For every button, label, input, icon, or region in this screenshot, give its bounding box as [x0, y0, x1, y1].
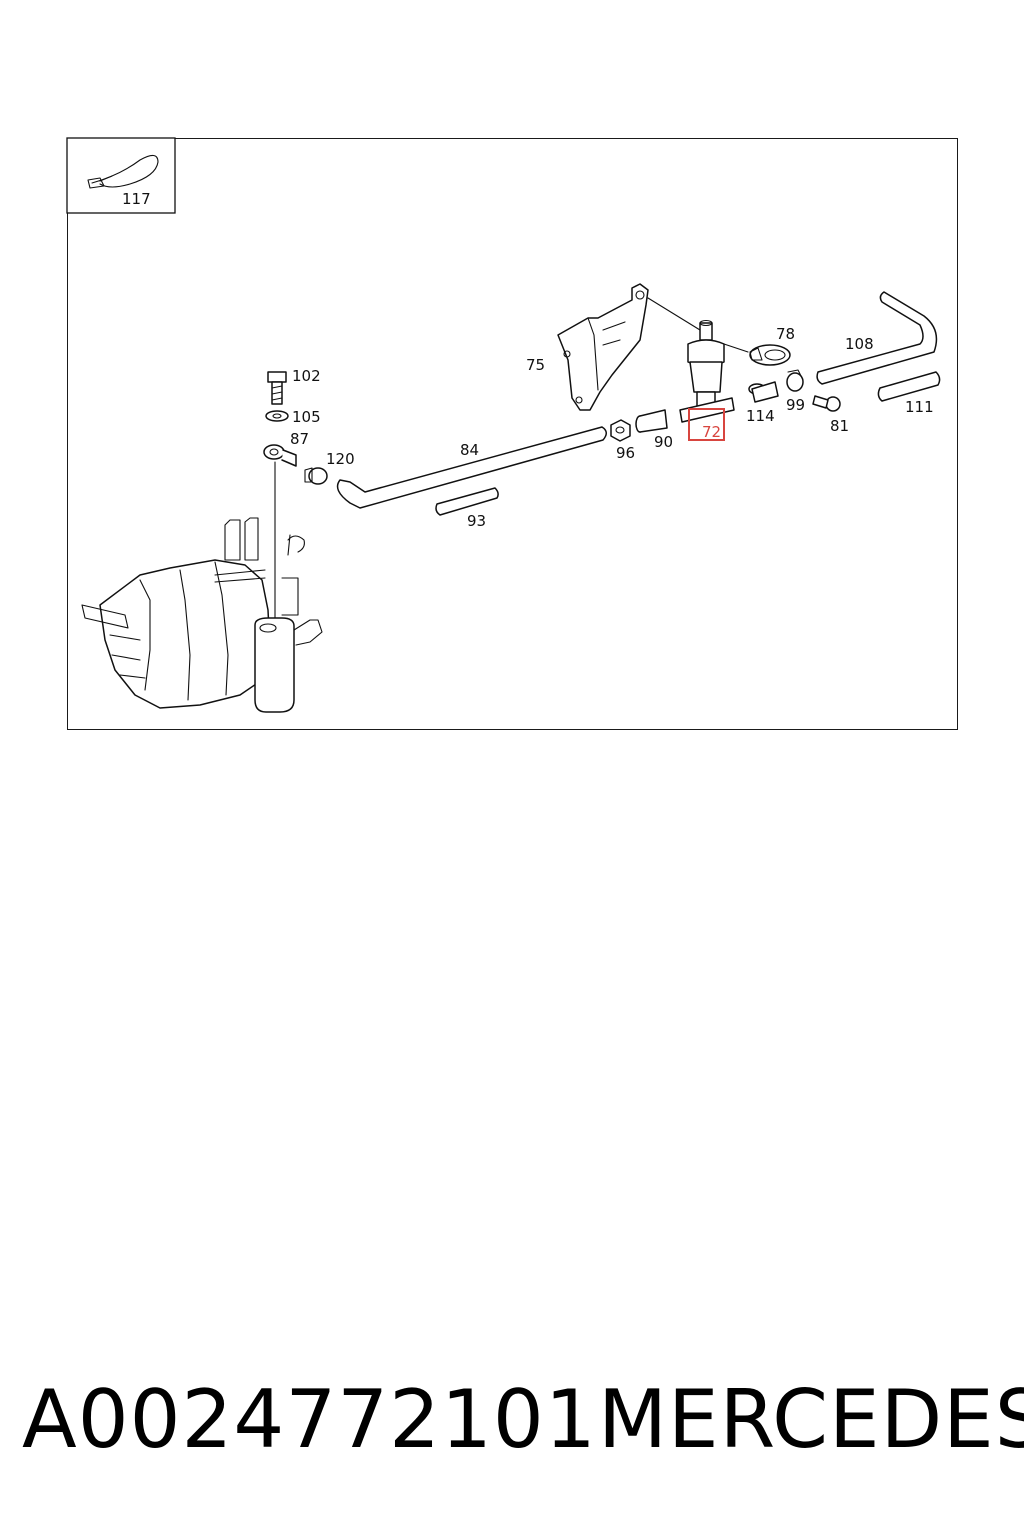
callout-117: 117: [122, 190, 151, 208]
highlight-box-72: [688, 408, 725, 441]
part-93-hose: [435, 487, 499, 516]
parts-diagram: 117 102 105 87 120 84 93 75 96 90 72 78 …: [66, 137, 941, 713]
callout-90: 90: [654, 433, 673, 451]
part-78-clip: [749, 344, 791, 366]
callout-81: 81: [830, 417, 849, 435]
part-87-banjo: [263, 444, 297, 467]
part-96-nut: [610, 419, 631, 442]
brand-name: MERCEDES: [598, 1373, 1024, 1466]
callout-84: 84: [460, 441, 479, 459]
callout-78: 78: [776, 325, 795, 343]
callout-120: 120: [326, 450, 355, 468]
leader-line-78: [723, 343, 749, 353]
part-84-hose: [336, 426, 607, 509]
part-75-bracket: [557, 283, 649, 411]
callout-114: 114: [746, 407, 775, 425]
part-114-sleeve: [748, 381, 779, 403]
part-number: A0024772101: [22, 1373, 597, 1466]
callout-75: 75: [526, 356, 545, 374]
footer-caption: A0024772101 MERCEDES: [0, 1370, 1024, 1470]
callout-99: 99: [786, 396, 805, 414]
engine-block-drawing: [81, 517, 323, 713]
callout-87: 87: [290, 430, 309, 448]
leader-line-75: [647, 297, 701, 331]
callout-111: 111: [905, 398, 934, 416]
part-72-sensor: [679, 319, 735, 423]
callout-72: 72: [702, 423, 721, 441]
callout-105: 105: [292, 408, 321, 426]
callout-93: 93: [467, 512, 486, 530]
callout-108: 108: [845, 335, 874, 353]
callout-102: 102: [292, 367, 321, 385]
callout-96: 96: [616, 444, 635, 462]
inset-box-117: [66, 137, 176, 214]
part-111-hose: [877, 371, 941, 402]
part-81-screw: [812, 395, 841, 412]
part-120-clamp: [304, 467, 328, 485]
part-105-washer: [265, 410, 289, 422]
part-108-hose: [816, 291, 938, 385]
part-102-bolt: [267, 371, 287, 405]
part-99-clamp: [786, 369, 804, 392]
part-90-sleeve: [635, 409, 668, 433]
diagram-frame: [67, 138, 958, 730]
